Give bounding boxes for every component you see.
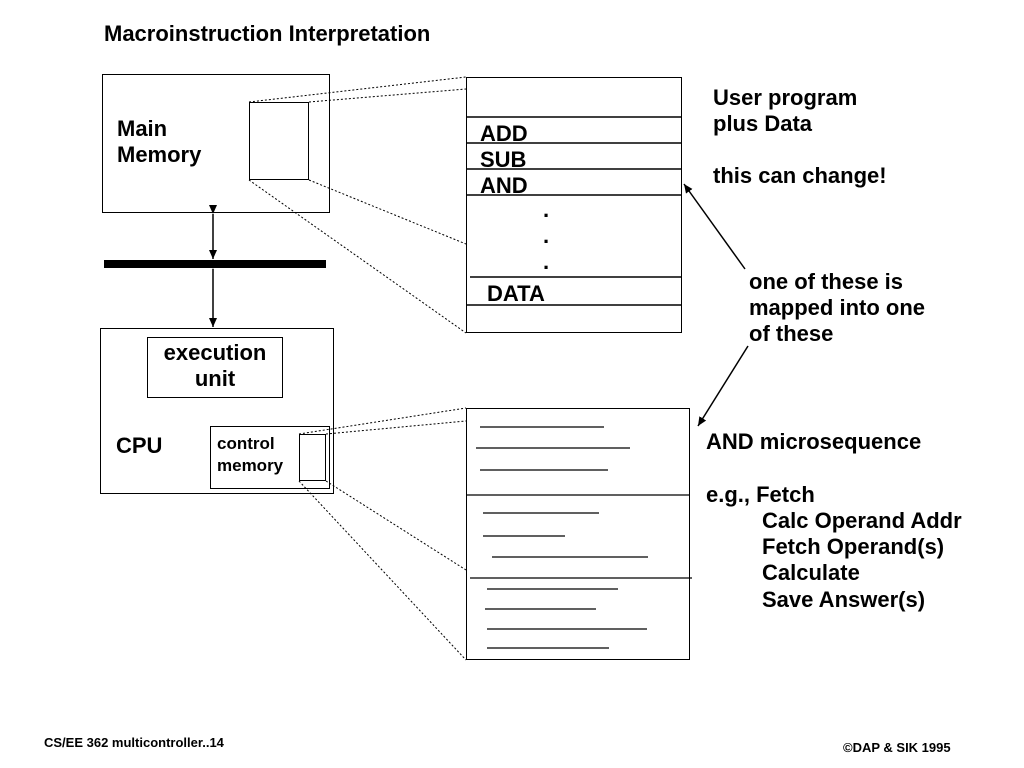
footer-course-label: CS/EE 362 multicontroller..14 bbox=[44, 735, 224, 750]
main-memory-label-line1: Main bbox=[117, 116, 168, 141]
execution-unit-line1: execution bbox=[163, 340, 267, 365]
cpu-label: CPU bbox=[116, 433, 163, 458]
footer-copyright: ©DAP & SIK 1995 bbox=[843, 740, 951, 755]
memory-segment-box bbox=[249, 102, 309, 180]
user-program-line1: User program bbox=[713, 85, 858, 110]
page-title: Macroinstruction Interpretation bbox=[104, 21, 431, 46]
execution-unit-label: execution unit bbox=[147, 340, 283, 392]
main-memory-label-line2: Memory bbox=[117, 142, 202, 167]
control-memory-line2: memory bbox=[217, 456, 284, 475]
memory-zoom-lines bbox=[248, 76, 467, 334]
memory-row-and: AND bbox=[480, 173, 528, 198]
memory-row-add: ADD bbox=[480, 121, 528, 146]
execution-unit-line2: unit bbox=[194, 366, 236, 391]
microsequence-step-4: Calculate bbox=[762, 560, 860, 585]
cpu-box bbox=[100, 328, 334, 494]
microsequence-heading: AND microsequence bbox=[706, 429, 922, 454]
control-memory-line1: control bbox=[217, 434, 275, 453]
mapping-line1: one of these is bbox=[749, 269, 904, 294]
memory-row-data: DATA bbox=[487, 281, 545, 306]
microsequence-step-1: e.g., Fetch bbox=[706, 482, 815, 507]
microsequence-step-3: Fetch Operand(s) bbox=[762, 534, 945, 559]
memory-table-rows bbox=[466, 116, 682, 306]
control-zoom-lines bbox=[298, 407, 467, 661]
control-memory-label: control memory bbox=[217, 433, 283, 477]
memory-dot-3: . bbox=[543, 249, 550, 274]
microprogram-lines bbox=[466, 426, 692, 649]
mapping-arrows bbox=[683, 183, 749, 427]
mapping-note: one of these is mapped into one of these bbox=[749, 269, 925, 347]
microsequence-step-2: Calc Operand Addr bbox=[762, 508, 962, 533]
can-change-note: this can change! bbox=[713, 163, 887, 188]
memory-table bbox=[466, 77, 682, 333]
mapping-line3: of these bbox=[749, 321, 834, 346]
execution-unit-box bbox=[147, 337, 283, 398]
memory-row-sub: SUB bbox=[480, 147, 527, 172]
memory-dot-1: . bbox=[543, 197, 550, 222]
user-program-line2: plus Data bbox=[713, 111, 813, 136]
control-memory-box bbox=[210, 426, 330, 489]
control-memory-segment-box bbox=[299, 434, 326, 481]
memory-dot-2: . bbox=[543, 223, 550, 248]
user-program-note: User program plus Data bbox=[713, 85, 857, 137]
mapping-line2: mapped into one bbox=[749, 295, 925, 320]
main-memory-label: Main Memory bbox=[117, 116, 201, 168]
microsequence-step-5: Save Answer(s) bbox=[762, 587, 926, 612]
microprogram-table bbox=[466, 408, 690, 660]
